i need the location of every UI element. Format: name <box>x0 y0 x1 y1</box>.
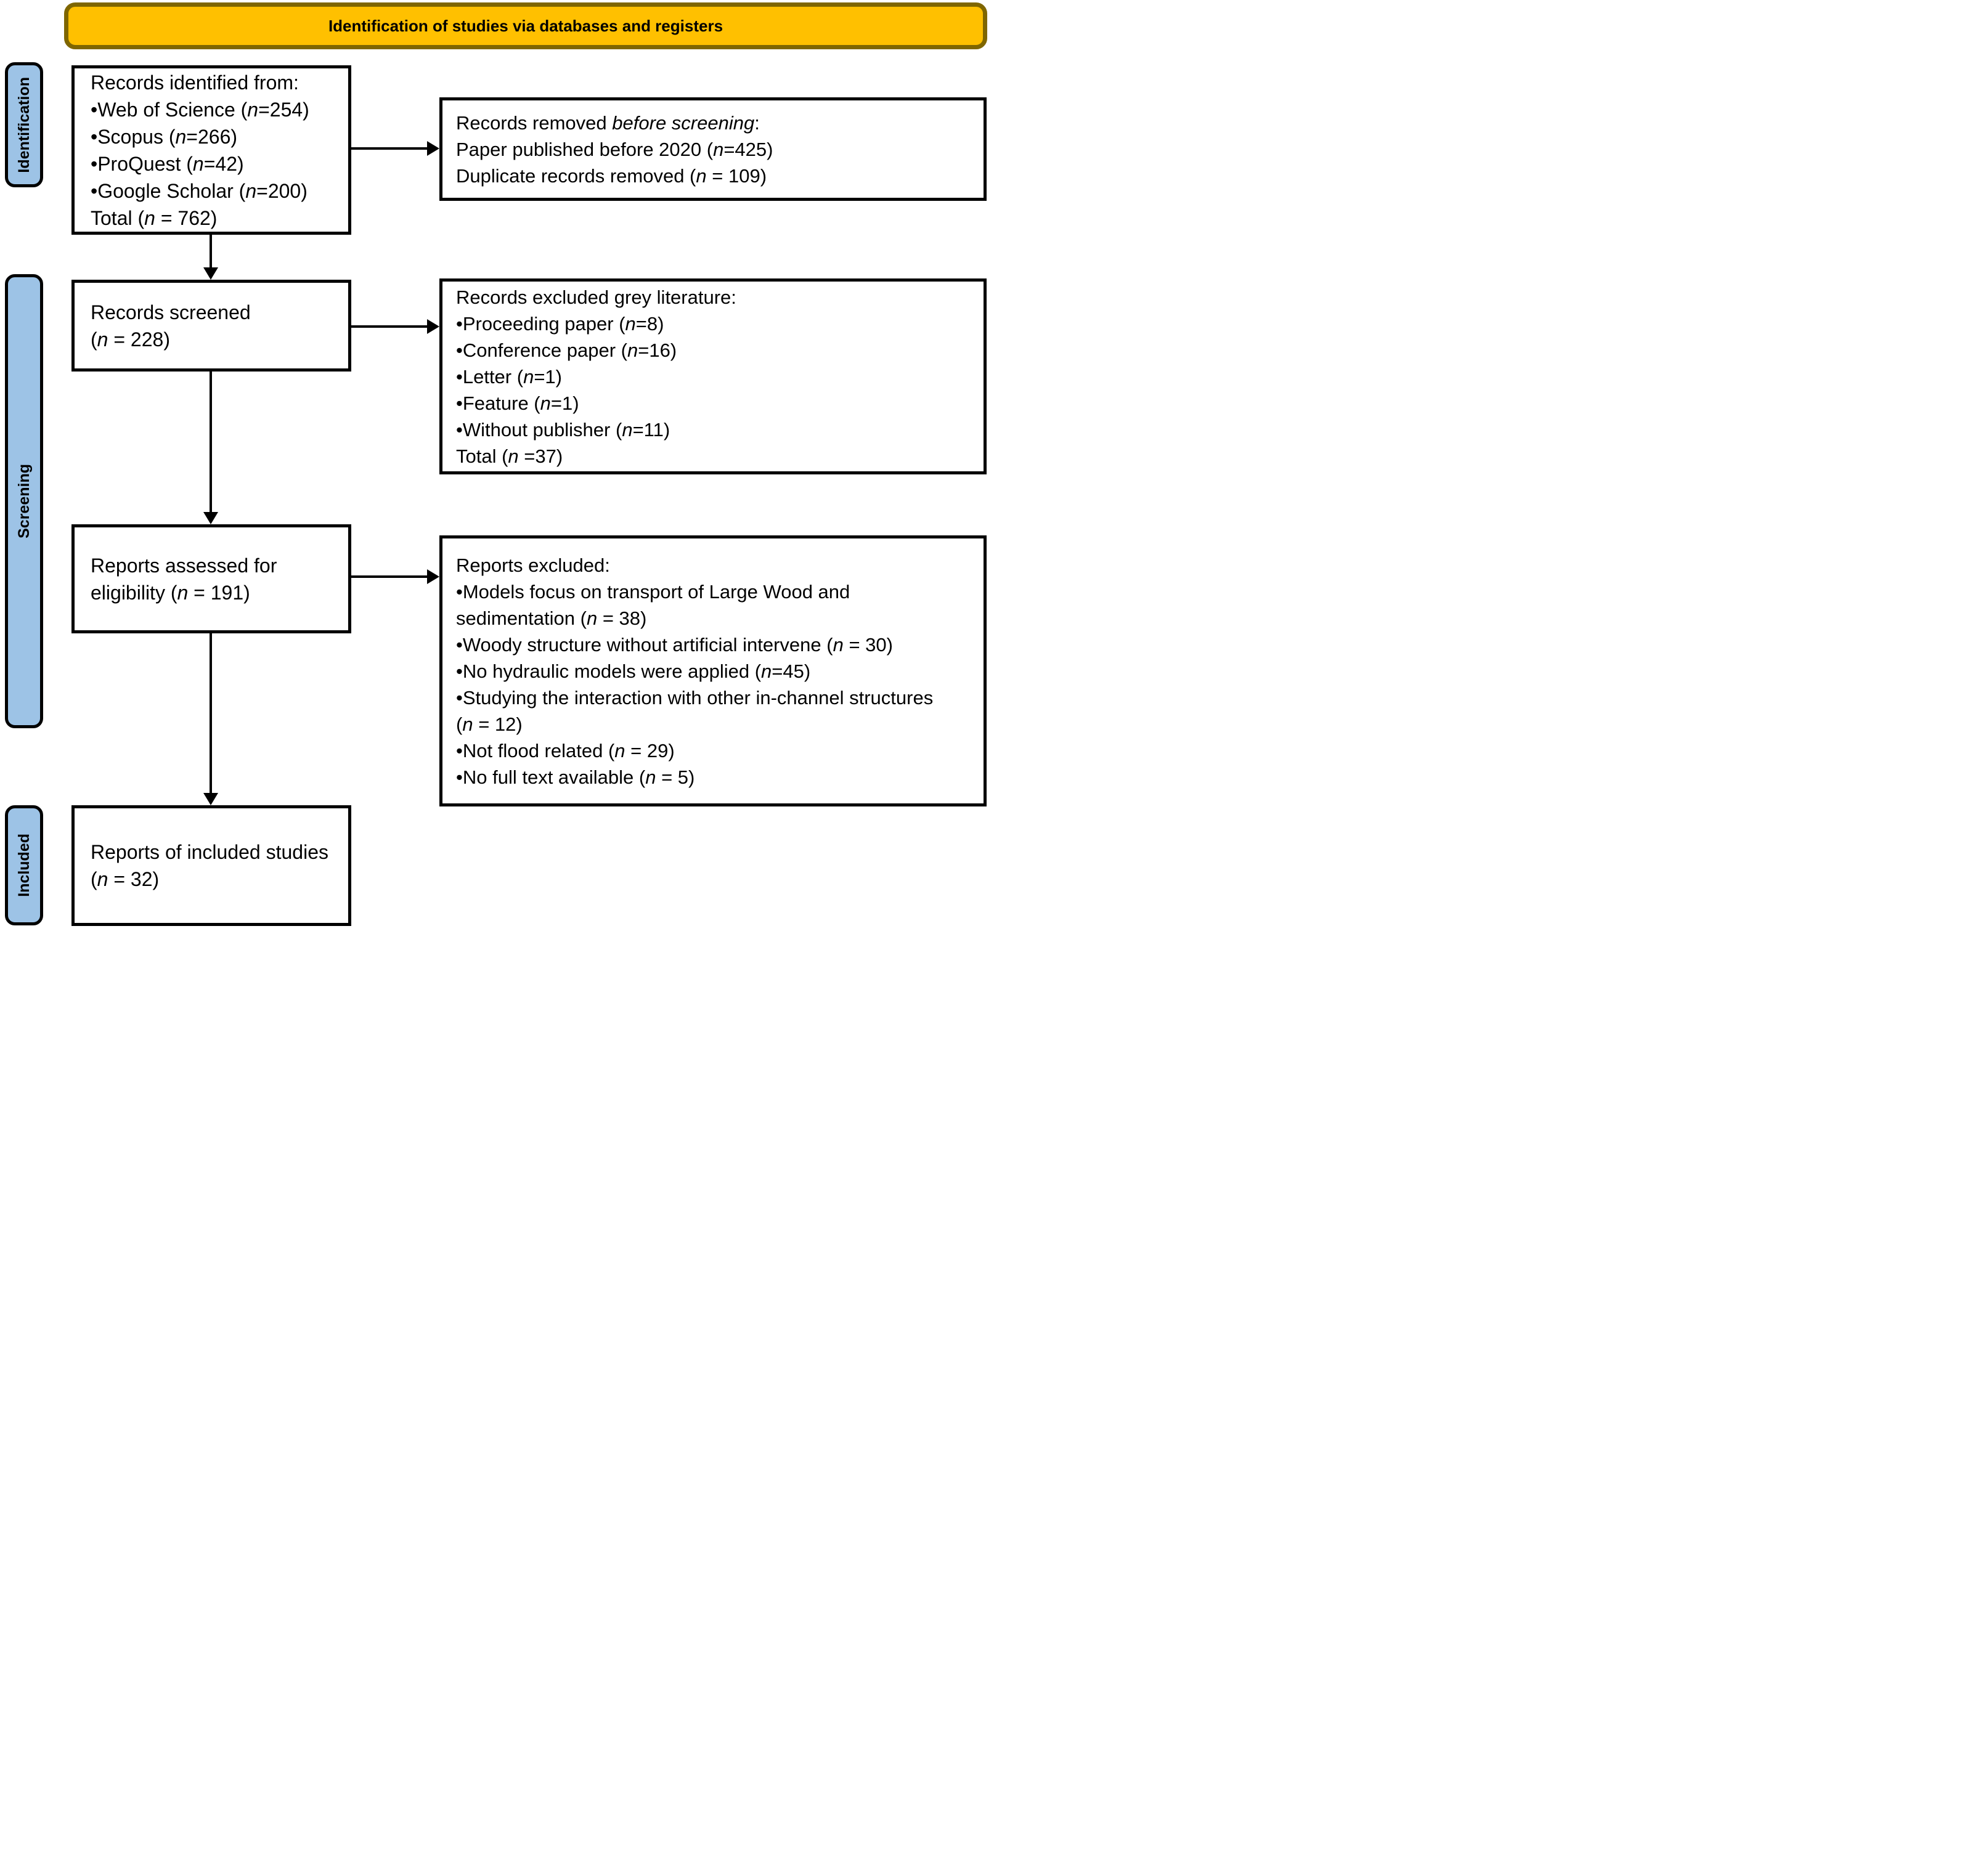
box-reports-excluded: Reports excluded:•Models focus on transp… <box>439 535 987 806</box>
arrowhead-icon <box>427 141 439 156</box>
arrowhead-icon <box>427 319 439 334</box>
stage-label-text: Screening <box>15 464 33 538</box>
arrowhead-icon <box>203 793 218 805</box>
header-banner: Identification of studies via databases … <box>64 2 987 49</box>
arrowhead-icon <box>203 512 218 524</box>
arrow-line <box>351 575 427 578</box>
box-reports-included: Reports of included studies(n = 32) <box>71 805 351 926</box>
stage-label-text: Included <box>15 834 33 897</box>
arrow-line <box>351 325 427 328</box>
box-records-excluded-grey-literature: Records excluded grey literature:•Procee… <box>439 278 987 474</box>
arrow-line <box>210 372 212 512</box>
prisma-flow-diagram: Identification of studies via databases … <box>0 0 994 930</box>
arrow-line <box>351 147 427 150</box>
header-title: Identification of studies via databases … <box>328 16 723 35</box>
box-records-screened: Records screened(n = 228) <box>71 280 351 372</box>
stage-label-screening: Screening <box>5 274 43 728</box>
stage-label-text: Identification <box>15 76 33 173</box>
stage-label-included: Included <box>5 805 43 925</box>
arrow-line <box>210 235 212 267</box>
arrowhead-icon <box>203 267 218 280</box>
box-records-identified: Records identified from:•Web of Science … <box>71 65 351 235</box>
arrowhead-icon <box>427 569 439 584</box>
box-records-removed-before-screening: Records removed before screening:Paper p… <box>439 97 987 201</box>
stage-label-identification: Identification <box>5 62 43 187</box>
arrow-line <box>210 633 212 793</box>
